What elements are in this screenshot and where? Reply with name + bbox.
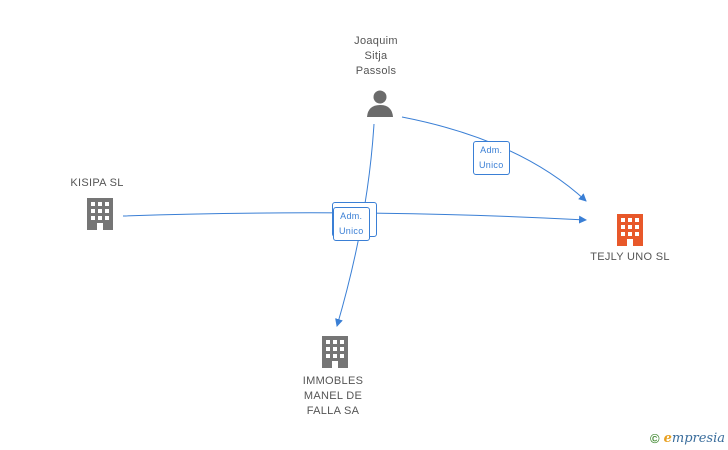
- person-icon[interactable]: [366, 89, 394, 117]
- person-name-line-1: Joaquim: [354, 35, 398, 47]
- immobles-label[interactable]: IMMOBLES MANEL DE FALLA SA: [293, 374, 373, 419]
- tejly-label[interactable]: TEJLY UNO SL: [575, 250, 685, 265]
- tejly-building-icon[interactable]: [615, 212, 645, 246]
- edge-label-type: Unico: [339, 226, 364, 236]
- edge-label-role: Adm.: [480, 145, 503, 155]
- person-name-line-2: Sitja: [364, 50, 388, 62]
- immobles-name-line-2: MANEL DE: [303, 390, 363, 402]
- copyright-icon: ©: [650, 430, 660, 446]
- person-name-line-3: Passols: [355, 65, 397, 77]
- kisipa-label[interactable]: KISIPA SL: [52, 176, 142, 191]
- kisipa-name: KISIPA SL: [70, 177, 124, 189]
- edge-label-type: Unico: [479, 160, 504, 170]
- edge-label-center[interactable]: Adm. Unico: [333, 207, 370, 241]
- immobles-name-line-3: FALLA SA: [306, 405, 360, 417]
- immobles-building-icon[interactable]: [320, 334, 350, 368]
- empresia-watermark: © empresia: [650, 428, 725, 448]
- edge-label-person-to-tejly[interactable]: Adm. Unico: [473, 141, 510, 175]
- person-label[interactable]: Joaquim Sitja Passols: [336, 34, 416, 79]
- edge-label-role: Adm.: [340, 211, 363, 221]
- immobles-name-line-1: IMMOBLES: [302, 375, 364, 387]
- tejly-name: TEJLY UNO SL: [590, 251, 670, 263]
- kisipa-building-icon[interactable]: [85, 196, 115, 230]
- brand-name: empresia: [663, 430, 726, 446]
